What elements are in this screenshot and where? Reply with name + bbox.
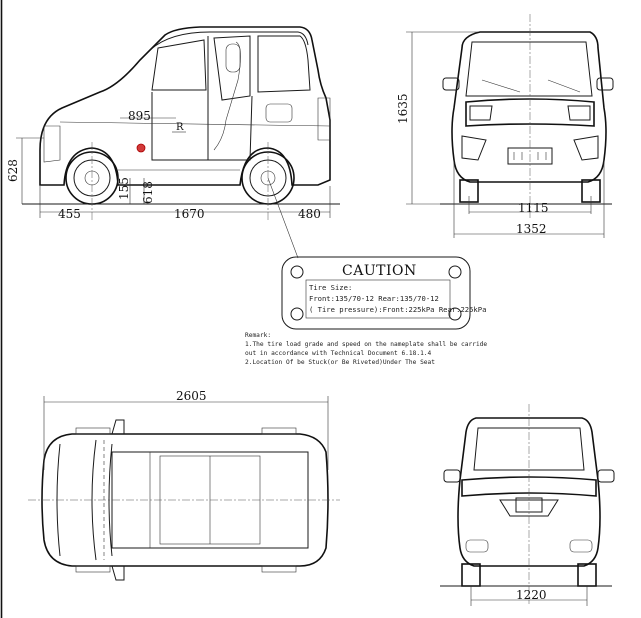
- top-windshield-base: [91, 439, 97, 561]
- side-clearance-label-1: 155: [117, 177, 131, 200]
- side-tail-lamp: [317, 97, 331, 141]
- rear-left-tire: [461, 563, 481, 587]
- front-width-label: 1352: [516, 222, 547, 236]
- rear-left-mirror: [443, 469, 461, 483]
- rear-lamp-band: [461, 476, 597, 497]
- top-length-label: 2605: [176, 389, 207, 403]
- caution-tire-size-label: Tire Size:: [309, 283, 352, 292]
- side-red-marker-icon: [136, 143, 146, 153]
- rear-track-label: 1220: [516, 588, 547, 602]
- remark-line-2: out in accordance with Technical Documen…: [245, 350, 432, 357]
- rear-hatch-panel: [499, 499, 559, 517]
- caution-tire-sizes: Front:135/70-12 Rear:135/70-12: [309, 294, 439, 303]
- front-right-mirror: [596, 77, 614, 91]
- side-rear-overhang-label: 480: [298, 207, 321, 221]
- top-rear-right-wheel: [261, 565, 297, 573]
- top-view: 2605: [28, 389, 340, 581]
- remark-line-3: 2.Location Of be Stuck(or Be Riveted)Und…: [245, 359, 435, 366]
- caution-title: CAUTION: [342, 263, 417, 279]
- top-rear-left-wheel: [261, 427, 297, 435]
- front-body-outline: [451, 31, 607, 183]
- side-headrest: [225, 43, 241, 73]
- top-left-mirror: [111, 419, 125, 435]
- side-height-label: 628: [6, 159, 20, 182]
- top-front-right-wheel: [75, 565, 111, 573]
- front-windshield: [465, 41, 593, 97]
- top-right-mirror: [111, 565, 125, 581]
- side-roof-line: [149, 31, 309, 51]
- remark-heading: Remark:: [245, 332, 271, 339]
- front-view: 1635 1115 1352: [396, 14, 614, 238]
- side-door-outline: [151, 92, 253, 161]
- side-seat-sketch: [213, 41, 241, 151]
- remark-line-1: 1.The tire load grade and speed on the n…: [245, 341, 487, 348]
- front-lamp-band: [465, 98, 595, 127]
- front-height-label: 1635: [396, 93, 410, 124]
- rear-right-mirror: [597, 469, 615, 483]
- caution-plate: CAUTION Tire Size: Front:135/70-12 Rear:…: [281, 256, 486, 330]
- side-body-outline: [39, 26, 331, 186]
- front-plate-marks: [513, 152, 547, 160]
- caution-rivet-bottom-right: [448, 307, 462, 321]
- front-right-fog-lamp: [573, 135, 599, 161]
- caution-leader-line: [267, 177, 299, 259]
- rear-window: [473, 427, 585, 471]
- side-front-overhang-label: 455: [58, 207, 81, 221]
- side-clearance-label-2: 618: [141, 181, 155, 204]
- side-fuel-door: [265, 103, 293, 123]
- caution-rivet-top-left: [290, 265, 304, 279]
- side-door-window: [213, 35, 251, 101]
- caution-rivet-top-right: [448, 265, 462, 279]
- caution-info-box: [305, 279, 451, 319]
- top-front-left-wheel: [75, 427, 111, 435]
- front-headlamps: [469, 105, 591, 121]
- front-left-mirror: [442, 77, 460, 91]
- front-track-label: 1115: [518, 201, 549, 215]
- front-wipers: [481, 79, 581, 93]
- side-marker-letter: R: [176, 122, 184, 133]
- caution-rivet-bottom-left: [290, 307, 304, 321]
- rear-right-reflector: [569, 539, 593, 553]
- remark-block: Remark: 1.The tire load grade and speed …: [245, 332, 487, 366]
- side-interior-label: 895: [128, 109, 151, 123]
- rear-view: 1220: [440, 404, 615, 606]
- side-headlamp: [43, 125, 61, 163]
- side-view: R 628 895 155 618: [6, 26, 340, 259]
- rear-left-reflector: [465, 539, 489, 553]
- side-wheelbase-label: 1670: [174, 207, 205, 221]
- caution-tire-pressure: ( Tire pressure):Front:225kPa Rear:225kP…: [309, 305, 486, 314]
- side-front-window: [151, 39, 207, 91]
- caution-plate-border: [281, 256, 471, 330]
- front-left-fog-lamp: [461, 135, 487, 161]
- side-rear-window: [257, 35, 311, 93]
- side-belt-line: [59, 121, 331, 127]
- rear-right-tire: [577, 563, 597, 587]
